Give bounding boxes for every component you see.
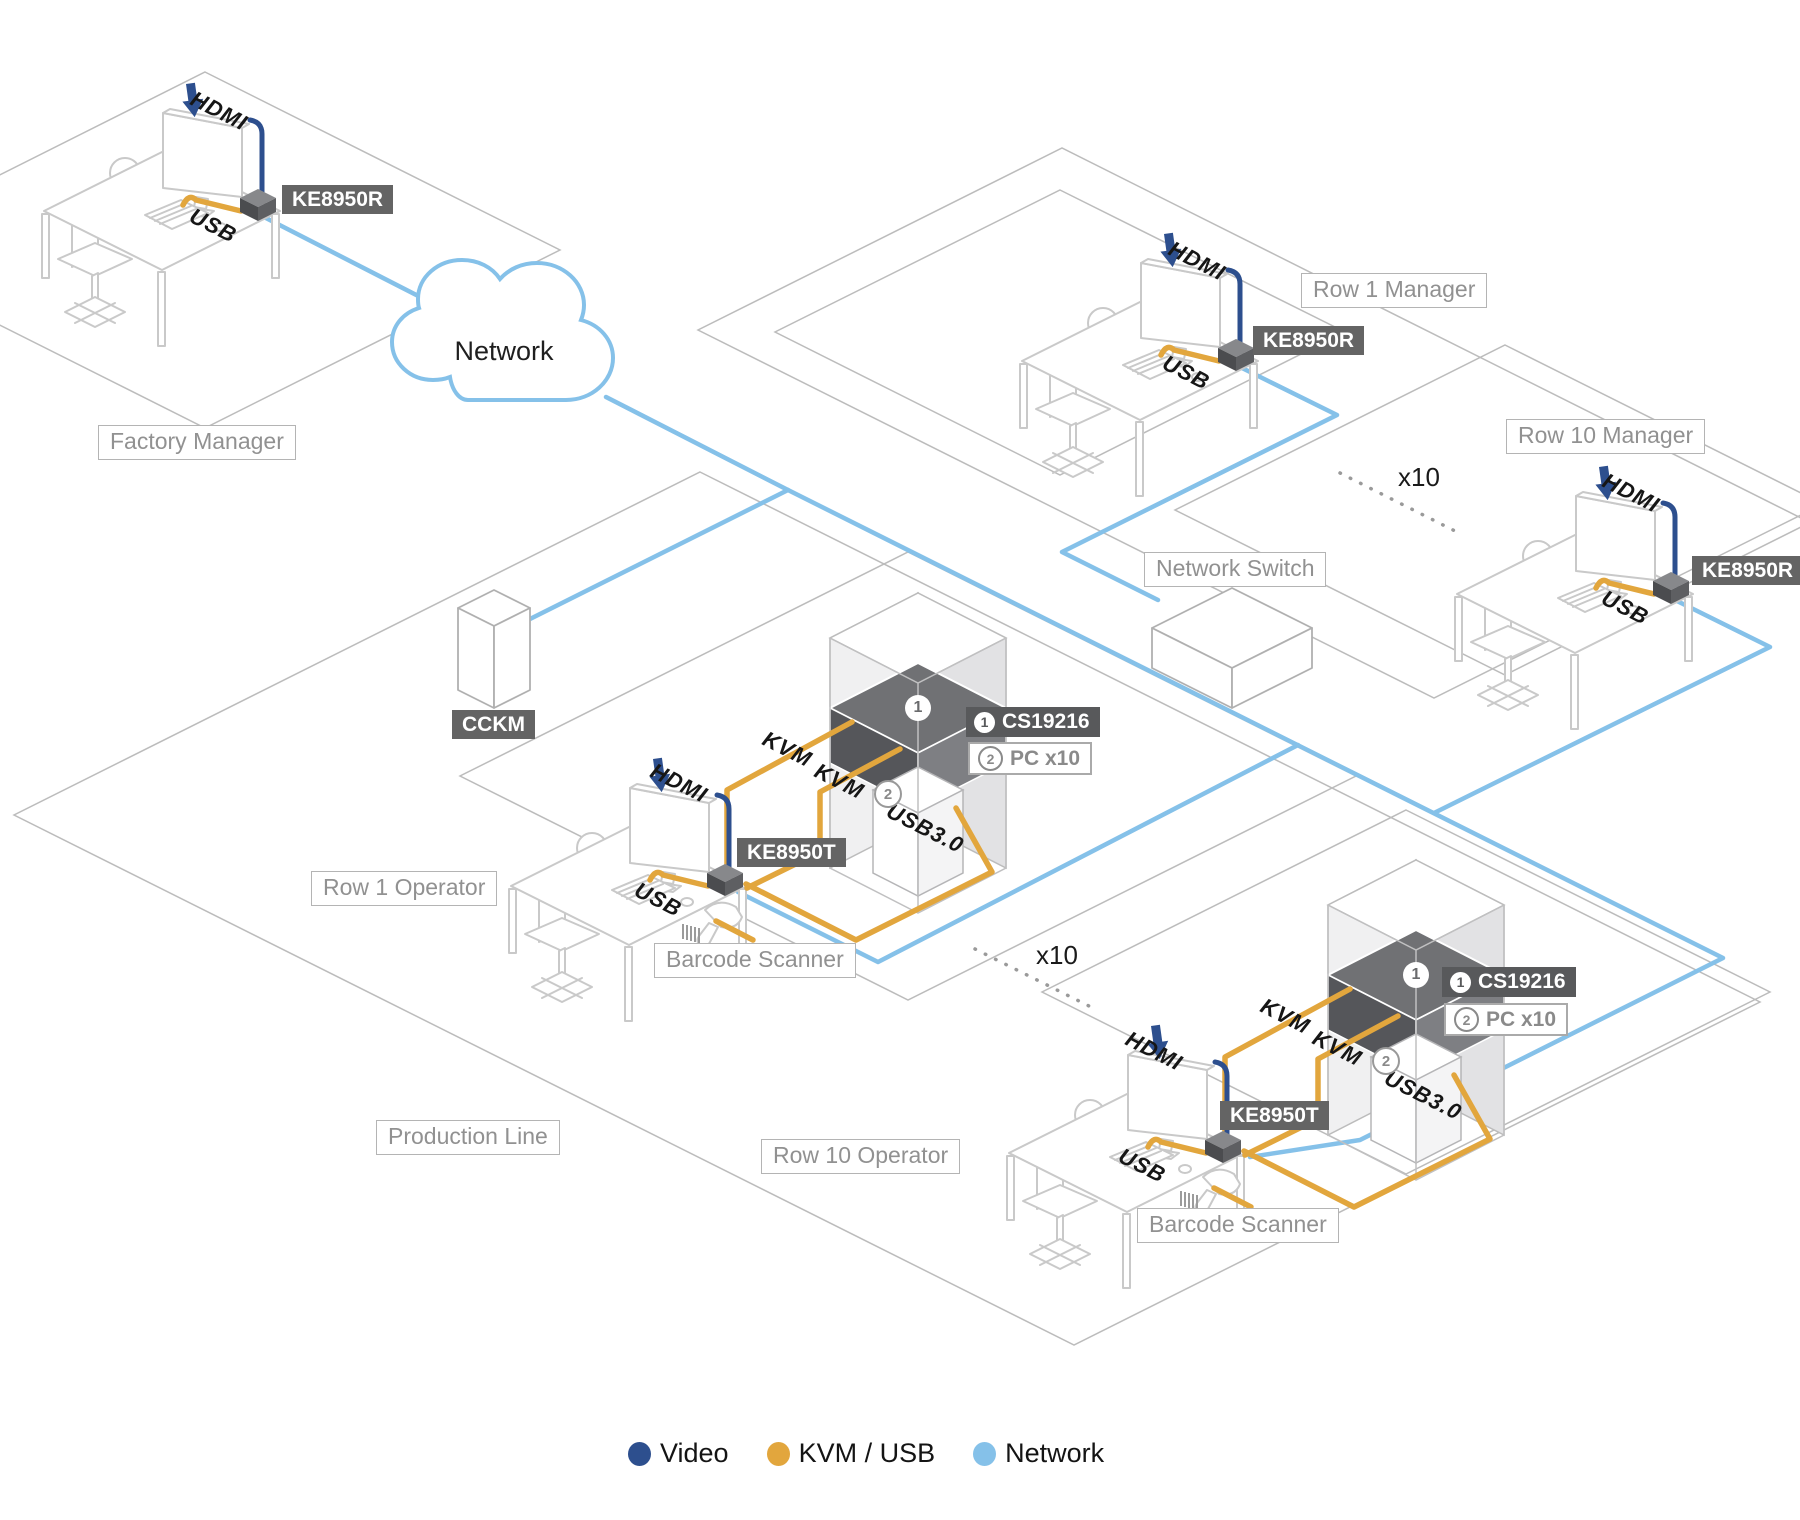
net-row1mgr-to-switch [1059,364,1340,603]
video-color-dot [628,1441,651,1466]
net-junction-to-cckm [519,487,791,626]
usb3-cable-row10 [1241,1072,1493,1210]
area-label-factory-manager: Factory Manager [98,425,296,460]
network-cloud-label: Network [454,336,554,366]
kvm-cable2-row10 [1242,1013,1401,1158]
scanner-cable-row1 [713,918,756,943]
legend-item-network: Network [973,1438,1104,1469]
device-badge-r1m-ke8950r: KE8950R [1253,326,1365,356]
callout-1-icon: 1 [1450,971,1471,993]
network-cables [259,213,1773,1160]
rack1-callout-2: 2 [874,780,902,808]
label-barcode-scanner-row1: Barcode Scanner [654,943,856,978]
usb-hook-op1 [647,869,711,889]
device-badge-r10m-ke8950r: KE8950R [1692,556,1800,586]
usb3-cable-row1 [743,805,995,943]
area-label-row1-operator: Row 1 Operator [311,871,498,906]
cs19216-badge-row1: 1 CS19216 [966,707,1100,737]
kvm-usb-color-dot [766,1441,790,1466]
workstation-row1-manager [1019,258,1259,497]
net-cloud-to-junction [603,394,791,493]
video-cables [247,117,1678,1138]
net-row1op-link [735,742,1301,965]
workstation-factory-manager [41,108,281,347]
net-backbone [785,487,1726,1160]
production-line-boundary [12,471,1762,1346]
device-badge-op1-ke8950t: KE8950T [737,838,846,868]
pc-x10-badge-text: PC x10 [1010,746,1081,770]
legend-network-label: Network [1005,1438,1105,1468]
device-badge-op2-ke8950t: KE8950T [1220,1101,1329,1131]
device-badge-cckm: CCKM [452,710,535,740]
workstation-row10-manager [1454,491,1694,730]
area-label-row1-manager: Row 1 Manager [1301,273,1488,308]
legend-item-video: Video [628,1438,729,1469]
row1-manager-room [773,189,1347,476]
cs19216-badge-text: CS19216 [1002,710,1090,733]
repeat-dotted-lines [973,471,1459,1012]
usb-hook-fm [180,194,244,214]
callout-2-icon: 2 [978,746,1003,771]
legend: Video KVM / USB Network [628,1438,1104,1469]
network-color-dot [973,1441,997,1466]
cs19216-badge-text: CS19216 [1478,970,1566,993]
workstation-row1-operator [508,783,748,1022]
area-label-row10-manager: Row 10 Manager [1506,419,1706,454]
rack2-callout-2: 2 [1372,1047,1400,1075]
network-cloud [389,257,616,402]
network-switch-box [1151,587,1313,709]
device-badge-fm-ke8950r: KE8950R [282,185,394,215]
area-label-production-line: Production Line [376,1120,560,1155]
cs19216-badge-row10: 1 CS19216 [1442,967,1576,997]
callout-2-icon: 2 [1454,1007,1479,1032]
usb-hook-r1m [1158,344,1222,364]
net-row10mgr-link [1431,597,1773,816]
usb-hook-op2 [1145,1136,1209,1156]
label-network-switch: Network Switch [1144,552,1327,587]
rack1-callout-1: 1 [905,695,931,721]
label-barcode-scanner-row10: Barcode Scanner [1137,1208,1339,1243]
pc-x10-badge-text: PC x10 [1486,1007,1557,1031]
callout-1-icon: 1 [974,711,995,733]
room-outlines [0,71,1800,1346]
pc-x10-badge-row10: 2 PC x10 [1444,1003,1569,1036]
net-fm-to-cloud [259,213,433,305]
pc-x10-badge-row1: 2 PC x10 [968,742,1093,775]
kvm-cable2-row1 [744,746,903,891]
x10-label-managers: x10 [1398,462,1440,492]
legend-video-label: Video [660,1438,729,1468]
cckm-box [457,589,531,709]
row10-operator-room [1040,809,1772,1175]
legend-kvm-usb-label: KVM / USB [798,1438,936,1468]
usb-hook-r10m [1593,577,1657,597]
legend-item-kvm-usb: KVM / USB [766,1438,936,1469]
managers-x10-dots [1338,471,1459,534]
rack2-callout-1: 1 [1403,962,1429,988]
scanner-cable-row10 [1211,1185,1254,1210]
area-label-row10-operator: Row 10 Operator [761,1139,961,1174]
operators-x10-dots [973,947,1099,1012]
x10-label-operators: x10 [1036,940,1078,970]
